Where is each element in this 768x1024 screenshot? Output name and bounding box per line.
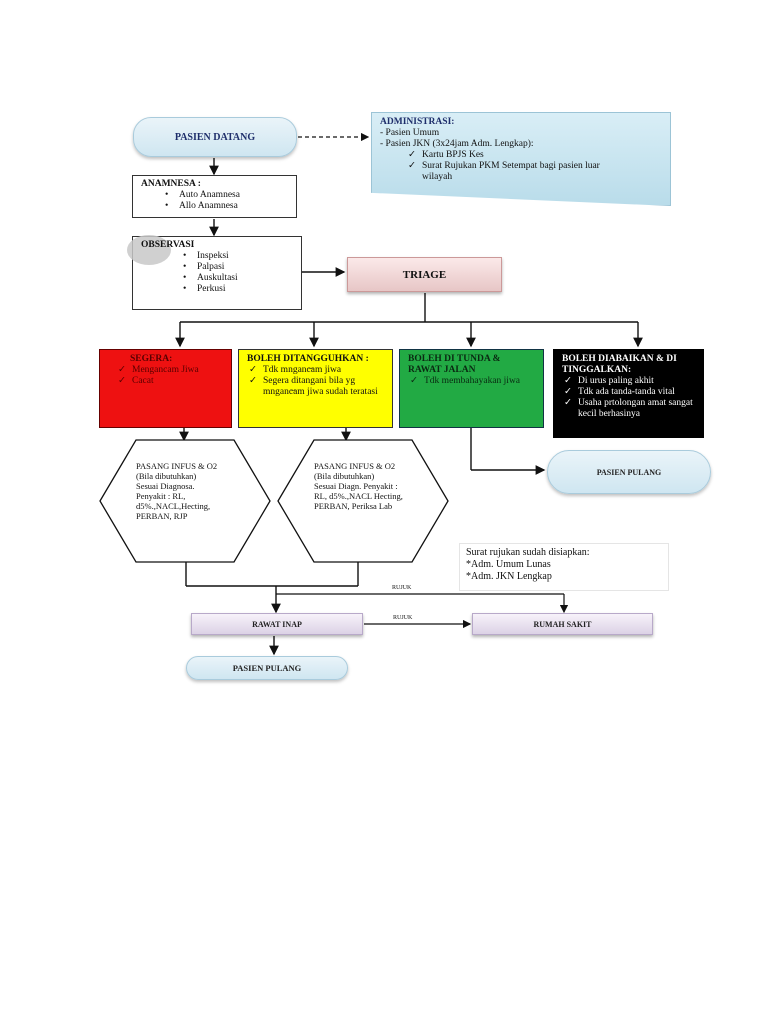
- hexagon-1-text: PASANG INFUS & O2 (Bila dibutuhkan) Sesu…: [136, 461, 244, 521]
- boleh-diabaikan-title: BOLEH DIABAIKAN & DI TINGGALKAN:: [562, 354, 677, 375]
- boleh-diabaikan-item-1: Di urus paling akhit: [578, 376, 695, 387]
- segera-title: SEGERA:: [130, 354, 173, 364]
- rujukan-note-line-3: *Adm. JKN Lengkap: [466, 571, 552, 582]
- boleh-ditunda-item-1: Tdk membahayakan jiwa: [424, 376, 535, 387]
- rujukan-note-line-1: Surat rujukan sudah disiapkan:: [466, 547, 590, 558]
- administrasi-check-2: Surat Rujukan PKM Setempat bagi pasien l…: [422, 161, 622, 183]
- hex1-line-5: d5%.,NACL,Hecting,: [136, 501, 211, 511]
- boleh-ditunda-title: BOLEH DI TUNDA & RAWAT JALAN: [408, 354, 501, 375]
- anamnesa-box: ANAMNESA : Auto Anamnesa Allo Anamnesa: [132, 175, 297, 218]
- rumah-sakit-label: RUMAH SAKIT: [533, 619, 592, 629]
- pasien-datang-label: PASIEN DATANG: [174, 131, 256, 143]
- hex1-line-1: PASANG INFUS & O2: [136, 461, 218, 471]
- boleh-ditangguhkan-box: BOLEH DITANGGUHKAN : Tdk mnganc̶am jiwa …: [238, 349, 393, 428]
- rawat-inap-label: RAWAT INAP: [252, 619, 302, 629]
- observasi-item-3: Auskultasi: [197, 273, 293, 284]
- pasien-datang-node: PASIEN DATANG: [133, 117, 297, 157]
- pasien-pulang-right-node: PASIEN PULANG: [547, 450, 711, 494]
- observasi-item-4: Perkusi: [197, 284, 293, 295]
- pasien-pulang-right-label: PASIEN PULANG: [596, 467, 662, 477]
- segera-item-1: Mengancam Jiwa: [132, 365, 223, 376]
- rujuk-label-mid: RUJUK: [393, 615, 413, 621]
- administrasi-title: ADMINISTRASI:: [380, 117, 455, 127]
- rujuk-label-top: RUJUK: [392, 585, 412, 591]
- segera-box: SEGERA: Mengancam Jiwa Cacat: [99, 349, 232, 428]
- observasi-box: OBSERVASI Inspeksi Palpasi Auskultasi Pe…: [127, 235, 302, 310]
- boleh-ditangguhkan-item-1: Tdk mnganc̶am jiwa: [263, 365, 384, 376]
- observasi-badge-icon: [127, 235, 171, 265]
- rawat-inap-node: RAWAT INAP: [191, 613, 363, 635]
- administrasi-check-1: Kartu BPJS Kes: [422, 150, 662, 161]
- boleh-ditangguhkan-title: BOLEH DITANGGUHKAN :: [247, 354, 369, 364]
- administrasi-box: ADMINISTRASI: - Pasien Umum - Pasien JKN…: [371, 112, 671, 206]
- observasi-title: OBSERVASI: [141, 240, 195, 250]
- hex2-line-1: PASANG INFUS & O2: [314, 461, 396, 471]
- administrasi-line-1: - Pasien Umum: [380, 128, 440, 138]
- anamnesa-item-1: Auto Anamnesa: [179, 190, 288, 201]
- boleh-diabaikan-item-3: Usaha prtolongan amat sangat kecil berha…: [578, 398, 695, 420]
- administrasi-line-2: - Pasien JKN (3x24jam Adm. Lengkap):: [380, 139, 534, 149]
- hexagon-2-text: PASANG INFUS & O2 (Bila dibutuhkan) Sesu…: [314, 461, 430, 511]
- hexagon-shape-1: [99, 439, 271, 563]
- hex1-line-6: PERBAN, RJP: [136, 511, 188, 521]
- hex1-line-3: Sesuai Diagnosa.: [136, 481, 195, 491]
- hexagon-shape-2: [277, 439, 449, 563]
- anamnesa-title: ANAMNESA :: [141, 179, 201, 189]
- triage-node: TRIAGE: [347, 257, 502, 292]
- boleh-diabaikan-item-2: Tdk ada tanda-tanda vital: [578, 387, 695, 398]
- boleh-ditunda-box: BOLEH DI TUNDA & RAWAT JALAN Tdk membaha…: [399, 349, 544, 428]
- hex1-line-4: Penyakit : RL,: [136, 491, 186, 501]
- boleh-diabaikan-box: BOLEH DIABAIKAN & DI TINGGALKAN: Di urus…: [553, 349, 704, 438]
- hex1-line-2: (Bila dibutuhkan): [136, 471, 197, 481]
- triage-label: TRIAGE: [402, 268, 447, 281]
- boleh-ditangguhkan-item-2: Segera ditangani bila yg mnganc̶am jiwa …: [263, 376, 384, 398]
- pasien-pulang-bottom-label: PASIEN PULANG: [232, 663, 302, 673]
- observasi-item-1: Inspeksi: [197, 251, 293, 262]
- segera-item-2: Cacat: [132, 376, 223, 387]
- hex2-line-4: RL, d5%.,NACL Hecting,: [314, 491, 403, 501]
- anamnesa-item-2: Allo Anamnesa: [179, 201, 288, 212]
- observasi-item-2: Palpasi: [197, 262, 293, 273]
- rumah-sakit-node: RUMAH SAKIT: [472, 613, 653, 635]
- pasien-pulang-bottom-node: PASIEN PULANG: [186, 656, 348, 680]
- hex2-line-2: (Bila dibutuhkan): [314, 471, 375, 481]
- hex2-line-3: Sesuai Diagn. Penyakit :: [314, 481, 398, 491]
- rujukan-note: Surat rujukan sudah disiapkan: *Adm. Umu…: [459, 543, 669, 591]
- hex2-line-5: PERBAN, Periksa Lab: [314, 501, 393, 511]
- rujukan-note-line-2: *Adm. Umum Lunas: [466, 559, 551, 570]
